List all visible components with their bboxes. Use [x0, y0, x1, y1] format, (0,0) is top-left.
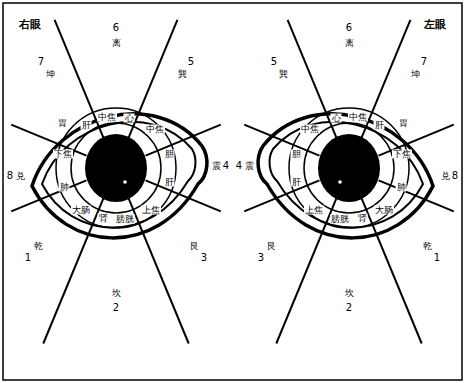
direction-number: 3 [200, 253, 208, 263]
direction-number: 6 [112, 23, 120, 33]
organ-zone-label: 肝 [374, 121, 385, 130]
trigram-label: 艮 [189, 242, 200, 251]
direction-number: 3 [257, 253, 265, 263]
direction-number: 7 [420, 57, 428, 67]
organ-zone-label: 胃 [398, 119, 409, 128]
organ-zone-label: 胆 [291, 150, 302, 159]
organ-zone-label: 中焦 [145, 125, 165, 134]
trigram-label: 兑 [440, 172, 451, 181]
organ-zone-label: 肝 [291, 178, 302, 187]
organ-zone-label: 中焦 [348, 113, 368, 122]
organ-zone-label: 下焦 [53, 150, 73, 159]
direction-number: 8 [451, 171, 459, 181]
trigram-label: 震 [211, 162, 222, 171]
organ-zone-label: 肾 [357, 214, 368, 223]
direction-number: 7 [37, 57, 45, 67]
organ-zone-label: 膀胱 [115, 215, 135, 224]
direction-number: 4 [222, 161, 230, 171]
trigram-label: 坎 [344, 289, 355, 298]
direction-number: 5 [187, 57, 195, 67]
trigram-label: 兑 [15, 172, 26, 181]
organ-zone-label: 肝 [164, 178, 175, 187]
eye-title: 右眼 [18, 19, 42, 30]
organ-zone-label: 肺 [396, 183, 407, 192]
right-eye [11, 20, 221, 344]
trigram-label: 巽 [278, 70, 289, 79]
trigram-label: 坤 [45, 70, 56, 79]
direction-number: 6 [345, 23, 353, 33]
trigram-label: 离 [111, 39, 122, 48]
direction-number: 4 [235, 161, 243, 171]
organ-zone-label: 胃 [57, 119, 68, 128]
organ-zone-label: 中焦 [97, 113, 117, 122]
frame [3, 3, 462, 380]
organ-zone-label: 胆 [164, 150, 175, 159]
direction-number: 8 [6, 171, 14, 181]
organ-zone-label: 膀胱 [330, 215, 350, 224]
direction-number: 2 [112, 303, 120, 313]
trigram-label: 艮 [266, 242, 277, 251]
direction-number: 1 [433, 253, 441, 263]
trigram-label: 离 [344, 39, 355, 48]
trigram-label: 乾 [33, 242, 44, 251]
organ-zone-label: 心 [124, 114, 135, 123]
direction-number: 5 [270, 57, 278, 67]
direction-number: 2 [345, 303, 353, 313]
organ-zone-label: 肾 [98, 214, 109, 223]
trigram-label: 坤 [410, 70, 421, 79]
organ-zone-label: 下焦 [392, 150, 412, 159]
organ-zone-label: 肝 [81, 121, 92, 130]
organ-zone-label: 大肠 [374, 206, 394, 215]
trigram-label: 巽 [177, 70, 188, 79]
trigram-label: 乾 [422, 242, 433, 251]
trigram-label: 震 [244, 162, 255, 171]
left-eye [244, 20, 454, 344]
organ-zone-label: 肺 [59, 183, 70, 192]
organ-zone-label: 上焦 [304, 206, 324, 215]
eye-title: 左眼 [423, 19, 447, 30]
direction-number: 1 [24, 253, 32, 263]
organ-zone-label: 心 [331, 114, 342, 123]
organ-zone-label: 中焦 [300, 125, 320, 134]
trigram-label: 坎 [111, 289, 122, 298]
organ-zone-label: 大肠 [71, 206, 91, 215]
organ-zone-label: 上焦 [141, 206, 161, 215]
